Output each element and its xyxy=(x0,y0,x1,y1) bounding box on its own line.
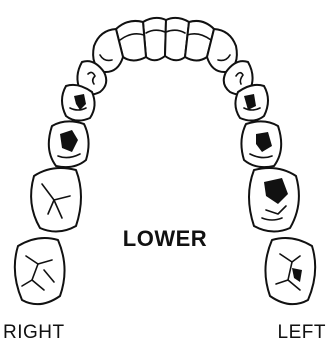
arch-title: LOWER xyxy=(0,226,330,252)
patient-right-label: RIGHT xyxy=(3,322,65,344)
patient-left-label: LEFT xyxy=(278,322,326,344)
